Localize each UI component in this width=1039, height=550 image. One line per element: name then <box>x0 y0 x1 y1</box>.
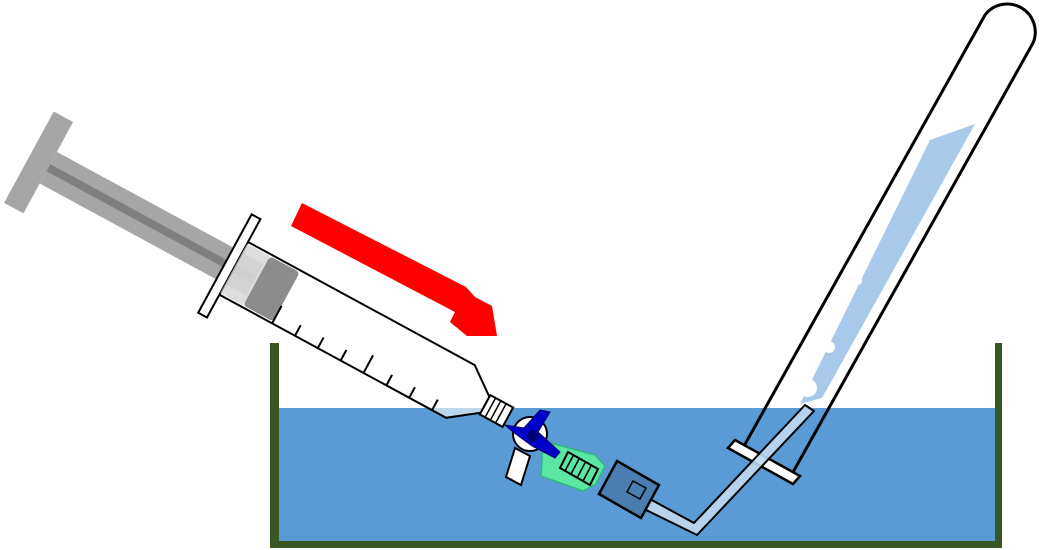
gas-bubble <box>799 379 817 397</box>
syringe <box>4 111 515 429</box>
syringe-scale <box>271 305 439 411</box>
syringe-tip <box>478 393 515 429</box>
gas-bubble <box>854 277 862 285</box>
collected-liquid <box>800 124 975 404</box>
direction-arrow <box>291 203 497 336</box>
plunger-rod-stripe <box>46 164 257 284</box>
stopcock-side-port <box>504 446 532 487</box>
plunger-stopper <box>244 257 299 321</box>
luer-connector <box>597 459 661 520</box>
plunger-thumb-press <box>4 111 74 214</box>
three-way-stopcock[interactable] <box>503 409 561 487</box>
test-tube-body <box>742 2 1037 475</box>
gas-bubble <box>868 232 872 236</box>
stopcock-hub <box>527 430 539 442</box>
syringe-flange <box>196 212 262 319</box>
gas-bubble <box>823 341 835 353</box>
